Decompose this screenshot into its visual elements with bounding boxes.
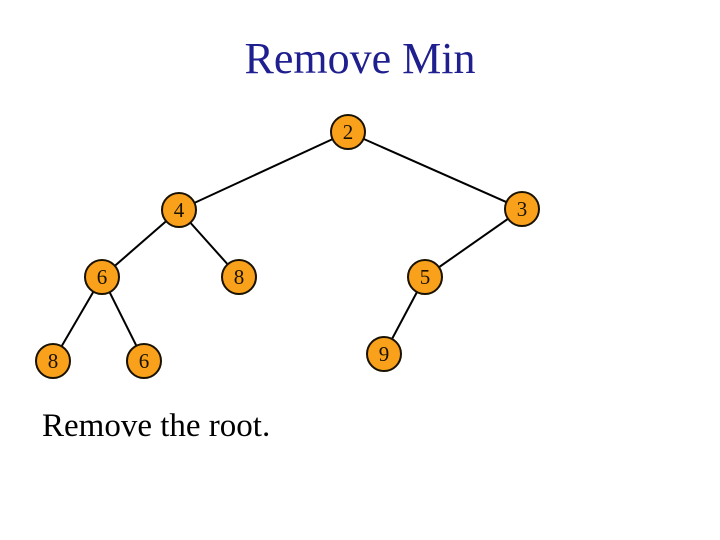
tree-edge-n2-n4: [178, 131, 349, 211]
node-label: 4: [174, 198, 185, 222]
tree-node-n3: 3: [504, 191, 540, 227]
node-circle: [126, 343, 162, 379]
node-circle: [407, 259, 443, 295]
node-label: 9: [379, 342, 390, 366]
tree-node-n9: 9: [366, 336, 402, 372]
node-circle: [330, 114, 366, 150]
node-label: 8: [48, 349, 59, 373]
node-circle: [84, 259, 120, 295]
node-label: 6: [97, 265, 108, 289]
caption-text: Remove the root.: [42, 408, 271, 444]
tree-node-n5: 5: [407, 259, 443, 295]
tree-node-n8b: 8: [35, 343, 71, 379]
tree-node-n4: 4: [161, 192, 197, 228]
node-circle: [221, 259, 257, 295]
tree-node-n6: 6: [84, 259, 120, 295]
slide-title: Remove Min: [244, 34, 476, 83]
tree-node-n6b: 6: [126, 343, 162, 379]
node-circle: [161, 192, 197, 228]
node-circle: [504, 191, 540, 227]
node-label: 2: [343, 120, 354, 144]
node-label: 5: [420, 265, 431, 289]
node-circle: [366, 336, 402, 372]
tree-node-n2: 2: [330, 114, 366, 150]
tree-edge-n3-n5: [424, 208, 523, 278]
node-label: 6: [139, 349, 150, 373]
tree-node-n8: 8: [221, 259, 257, 295]
node-label: 3: [517, 197, 528, 221]
tree-edge-n2-n3: [347, 131, 523, 210]
node-circle: [35, 343, 71, 379]
node-label: 8: [234, 265, 245, 289]
